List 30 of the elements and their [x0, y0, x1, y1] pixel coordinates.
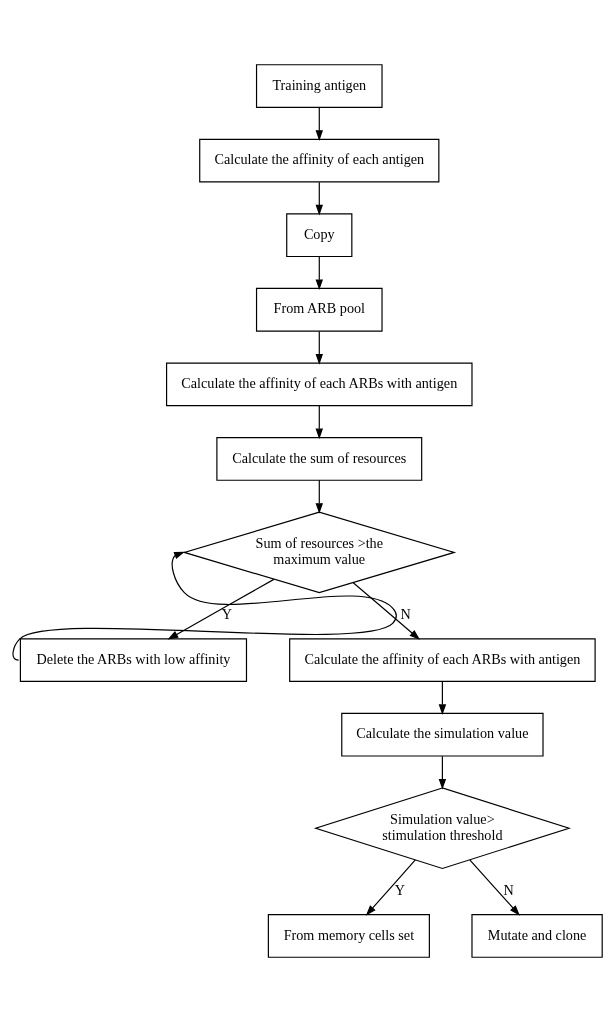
edge-label: N [503, 882, 514, 899]
arrow [315, 405, 323, 440]
node-box: Calculate the simulation value [341, 712, 544, 757]
arrow [315, 256, 323, 291]
edge-label: N [400, 606, 411, 623]
node-box: Calculate the affinity of each ARBs with antigen [289, 638, 596, 683]
edge-label: Y [221, 606, 233, 623]
arrow [365, 859, 416, 916]
arrow [438, 681, 447, 716]
node-box: Calculate the sum of resources [216, 437, 423, 481]
arrow [438, 755, 447, 790]
node-box: Copy [286, 213, 353, 258]
node-box: Mutate and clone [471, 914, 603, 958]
node-diamond: Simulation value> stimulation threshold [313, 787, 571, 870]
arrow [315, 479, 323, 514]
arrow [315, 330, 323, 365]
arrow [12, 551, 397, 661]
node-box: Calculate the affinity of each antigen [199, 138, 440, 183]
node-box: Calculate the affinity of each ARBs with antigen [166, 362, 473, 407]
edge-label: Y [394, 882, 405, 899]
node-box: Training antigen [255, 64, 383, 108]
node-box: Delete the ARBs with low affinity [19, 638, 248, 683]
arrow [315, 181, 323, 216]
node-diamond: Sum of resources >the maximum value [182, 511, 457, 594]
arrow [315, 107, 323, 141]
arrow [352, 582, 421, 640]
node-box: From ARB pool [255, 287, 383, 332]
node-box: From memory cells set [267, 914, 430, 958]
arrow [167, 578, 275, 640]
arrow [469, 859, 520, 916]
